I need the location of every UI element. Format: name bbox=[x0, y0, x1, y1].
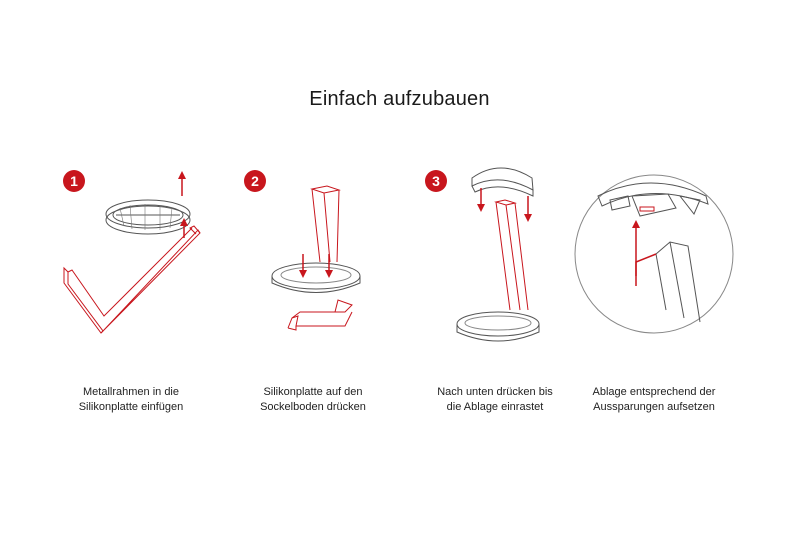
detail-frame-highlight bbox=[635, 253, 657, 286]
step-3-base-drawing bbox=[456, 311, 540, 342]
step-1-caption-line-1: Metallrahmen in die bbox=[83, 386, 179, 398]
step-1-number: 1 bbox=[70, 173, 78, 189]
step-2-illustration: 2 bbox=[244, 170, 361, 331]
step-1-illustration: 1 bbox=[63, 170, 201, 334]
step-3-illustration: 3 bbox=[425, 167, 540, 342]
step-2-caption-line-1: Silikonplatte auf den bbox=[263, 386, 363, 398]
base-plate-drawing bbox=[271, 262, 361, 293]
page-title: Einfach aufzubauen bbox=[309, 88, 490, 110]
upright-frame-drawing bbox=[287, 185, 353, 331]
step-2-number: 2 bbox=[251, 173, 259, 189]
step-3-upright-drawing bbox=[494, 199, 529, 311]
detail-notch-highlight bbox=[639, 206, 655, 212]
step-1-badge: 1 bbox=[63, 170, 85, 192]
step-4-illustration bbox=[574, 174, 734, 334]
step-3-caption-line-2: die Ablage einrastet bbox=[446, 401, 544, 413]
step-2-caption: Silikonplatte auf den Sockelboden drücke… bbox=[228, 385, 398, 415]
step-2-badge: 2 bbox=[244, 170, 266, 192]
step-1-caption-line-2: Silikonplatte einfügen bbox=[78, 401, 184, 413]
metal-frame-drawing bbox=[63, 225, 201, 334]
step-4-caption-line-1: Ablage entsprechend der bbox=[592, 386, 716, 398]
step-1-caption: Metallrahmen in die Silikonplatte einfüg… bbox=[46, 385, 216, 415]
detail-frame-drawing bbox=[655, 241, 701, 323]
detail-magnifier-circle bbox=[574, 174, 734, 334]
step-4-caption: Ablage entsprechend der Aussparungen auf… bbox=[569, 385, 739, 415]
step-4-caption-line-2: Aussparungen aufsetzen bbox=[593, 401, 715, 413]
step-3-number: 3 bbox=[432, 173, 440, 189]
step-3-caption: Nach unten drücken bis die Ablage einras… bbox=[410, 385, 580, 415]
headrest-top-drawing bbox=[471, 167, 534, 197]
step-3-caption-line-1: Nach unten drücken bis bbox=[437, 386, 553, 398]
detail-headrest-drawing bbox=[597, 182, 709, 217]
silicone-plate-drawing bbox=[105, 199, 191, 235]
step-2-caption-line-2: Sockelboden drücken bbox=[260, 401, 366, 413]
step-3-badge: 3 bbox=[425, 170, 447, 192]
